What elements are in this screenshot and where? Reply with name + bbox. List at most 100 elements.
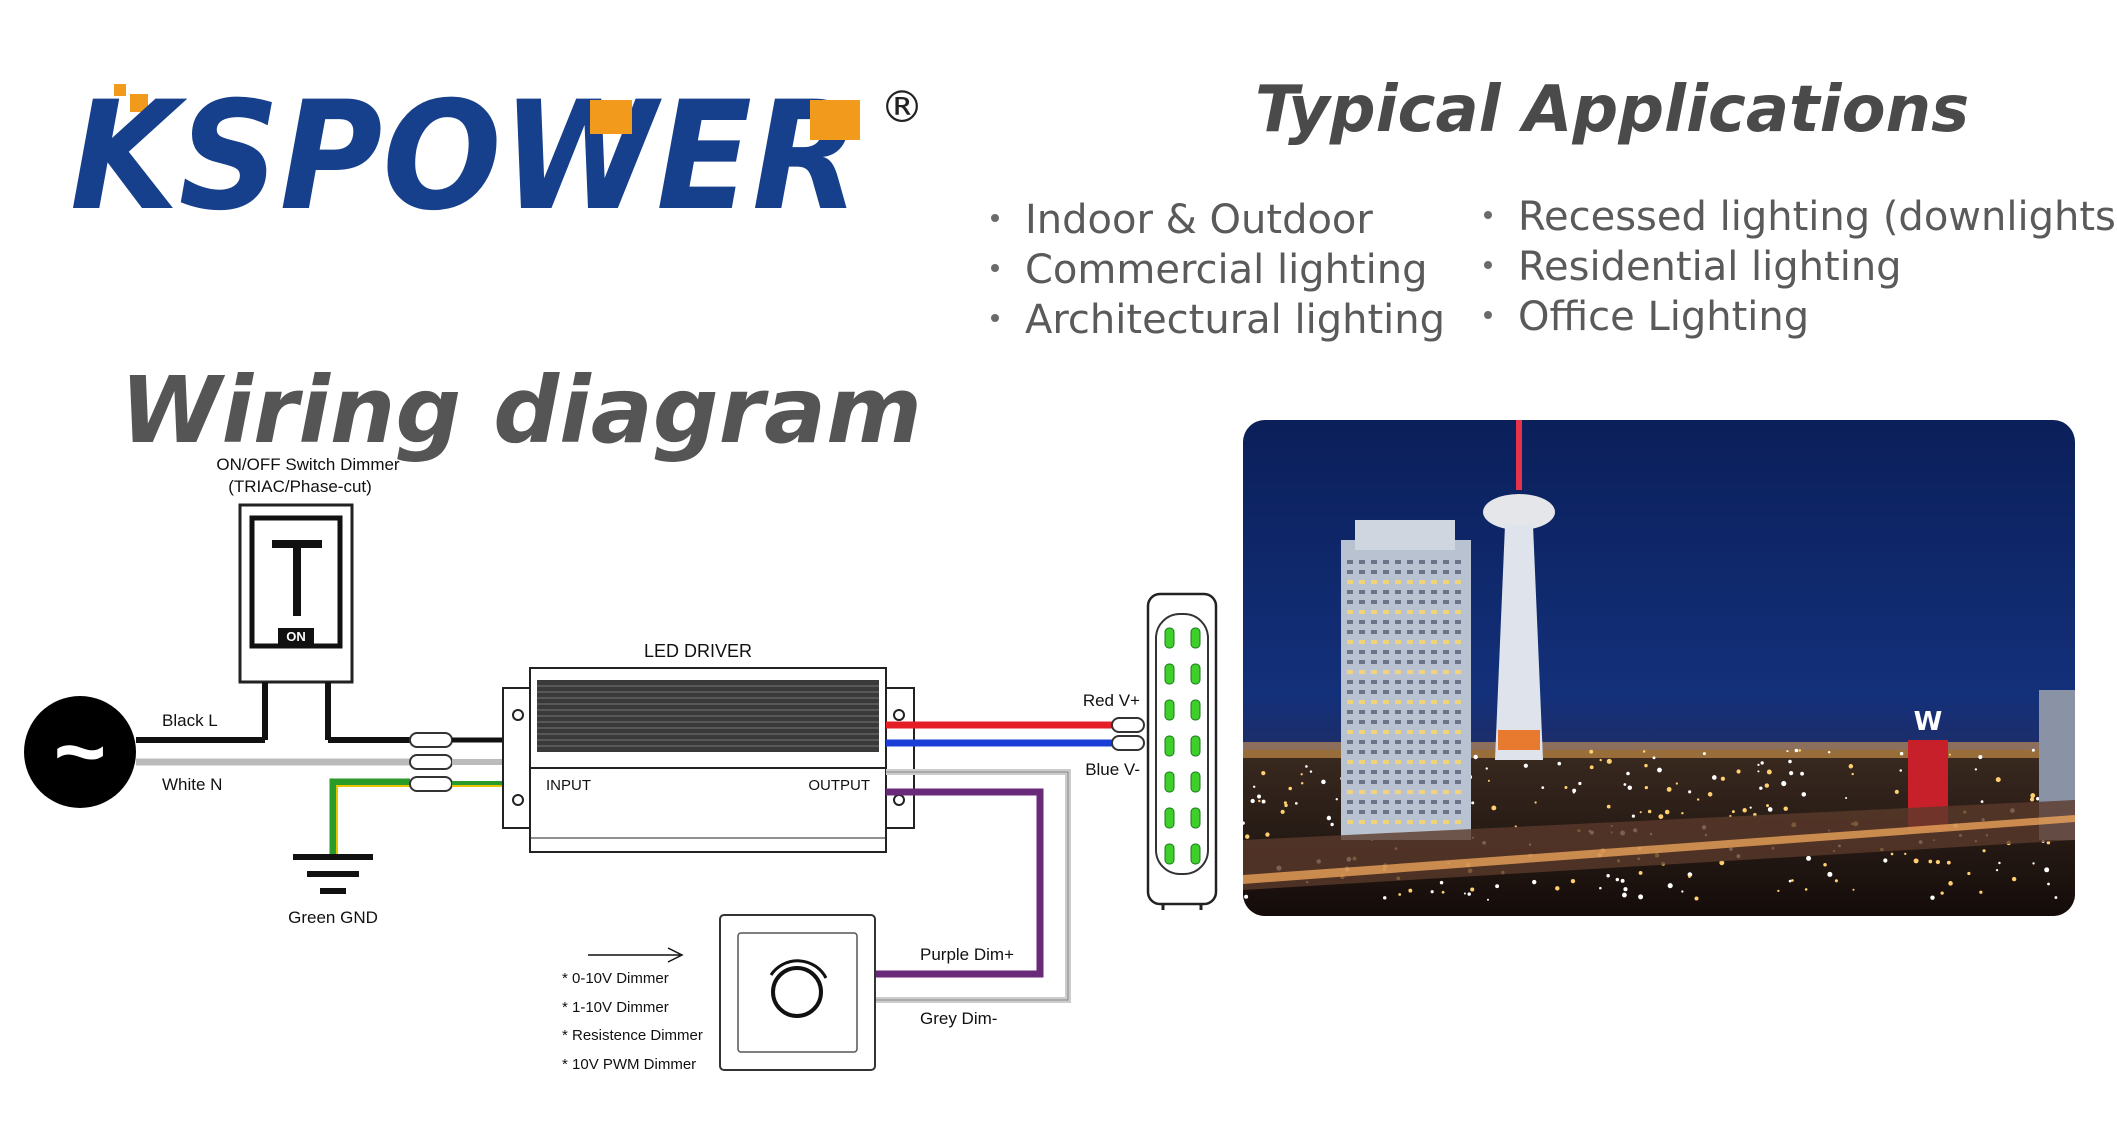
city-light [1899,769,1903,772]
city-light [1621,892,1627,898]
window [1443,800,1449,804]
driver-output-label: OUTPUT [808,777,870,794]
city-light [1696,798,1700,801]
city-light [1599,886,1602,890]
window [1443,660,1449,664]
brand-logo: KSPOWER ® [70,70,950,244]
hotel-sign-letter: W [1914,707,1943,737]
window [1443,640,1449,644]
window [1395,820,1401,824]
led-driver-label: LED DRIVER [644,641,752,661]
city-light [2029,797,2035,802]
switch-state: ON [286,629,306,644]
window [1431,750,1437,754]
window [1359,810,1365,814]
window [1455,700,1461,704]
window [1419,640,1425,644]
window [1347,670,1353,674]
window [1443,780,1449,784]
city-light [1615,877,1620,882]
city-light [1470,887,1475,892]
window [1431,670,1437,674]
window [1347,780,1353,784]
city-light [1294,801,1298,805]
window [1371,730,1377,734]
window [1395,760,1401,764]
city-light [2047,882,2050,886]
list-item: Commercial lighting [985,245,1445,295]
window [1347,680,1353,684]
city-light [1258,799,1261,803]
window [1383,670,1389,674]
window [1383,580,1389,584]
window [1395,720,1401,724]
city-light [1777,889,1780,893]
city-light [1486,898,1490,901]
window [1455,650,1461,654]
window [1347,590,1353,594]
window [1431,770,1437,774]
dimmer-type: * Resistence Dimmer [562,1027,703,1044]
window [1443,710,1449,714]
window [1347,570,1353,574]
window [1443,730,1449,734]
window [1419,580,1425,584]
window [1407,590,1413,594]
window [1359,820,1365,824]
window [1431,620,1437,624]
city-light [1764,783,1770,788]
city-light [2046,840,2051,845]
window [1455,780,1461,784]
city-light [1719,860,1725,866]
window [1419,610,1425,614]
window [1371,680,1377,684]
led-chip [1164,771,1175,793]
tower-shaft [1495,525,1543,760]
city-light [1675,782,1679,785]
city-light [1557,761,1562,766]
blue-wire-label: Blue V- [1085,760,1140,779]
city-light [1974,768,1978,771]
window [1431,570,1437,574]
city-light [1707,792,1713,797]
window [1347,720,1353,724]
window [1359,770,1365,774]
window [1407,790,1413,794]
window [1371,750,1377,754]
city-light [1658,814,1664,820]
window [1347,710,1353,714]
tower-base-light [1498,730,1540,750]
window [1383,630,1389,634]
bullet-icon [991,264,999,272]
city-light [1667,883,1673,889]
city-light [1791,879,1794,882]
highway-lights [1243,815,2075,884]
city-light [1252,785,1256,788]
dimmer-type: * 10V PWM Dimmer [562,1056,696,1073]
window [1455,620,1461,624]
city-light [1572,788,1577,793]
city-light [1806,855,1812,861]
application-label: Recessed lighting (downlights) [1518,194,2117,240]
city-light [1463,892,1466,895]
city-light [1827,750,1831,754]
ac-source: ~ [24,696,136,808]
brand-name: KSPOWER [70,70,860,240]
led-chip [1164,699,1175,721]
city-light [1894,789,1899,794]
mount-hole [893,709,905,721]
window [1383,790,1389,794]
led-chip [1190,699,1201,721]
window [1383,660,1389,664]
city-light [1845,796,1848,800]
city-light [1883,858,1888,863]
led-chip [1190,843,1201,865]
city-light [1321,779,1326,785]
window [1383,600,1389,604]
building-windows [1347,560,1461,824]
window [1371,770,1377,774]
window [1347,700,1353,704]
city-light [1284,803,1288,808]
tower-needle [1516,420,1522,490]
window [1359,620,1365,624]
